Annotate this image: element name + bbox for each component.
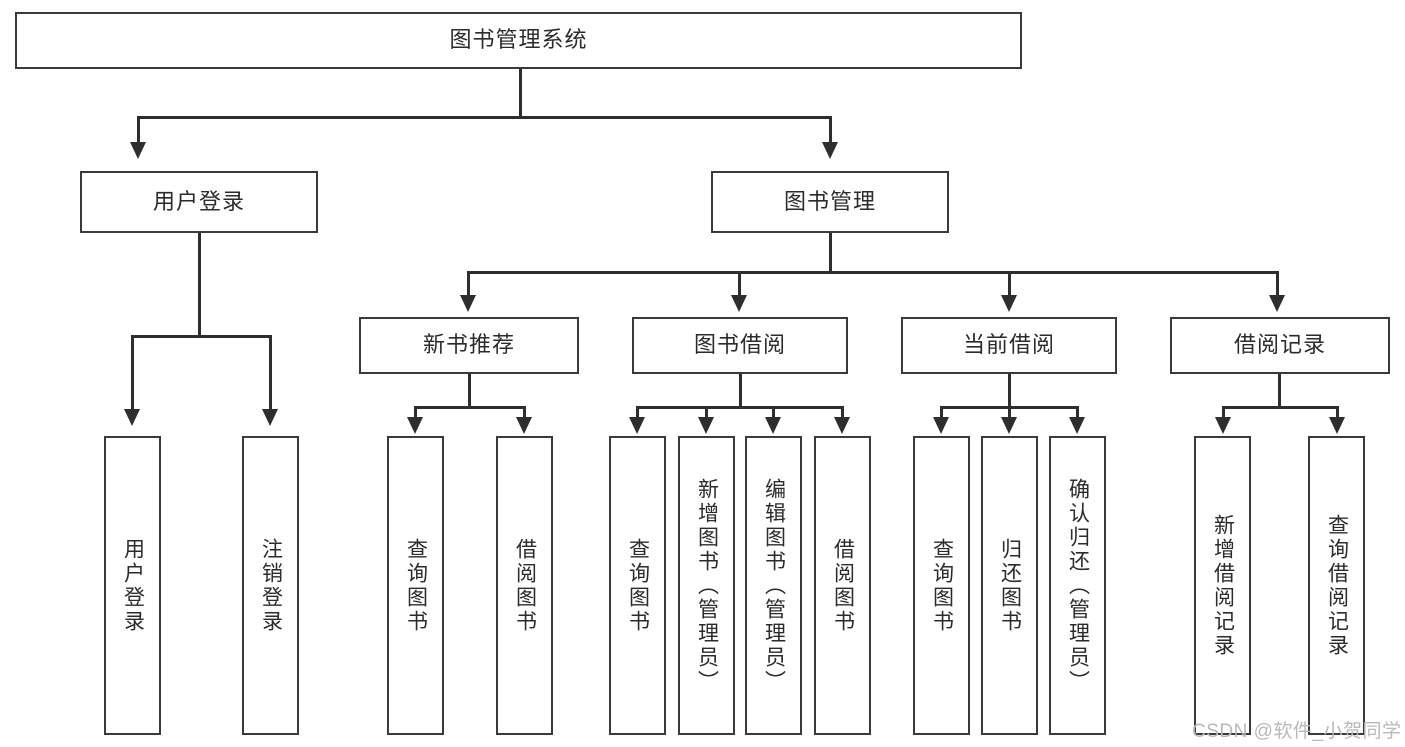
connector-user-login-drop-2 [269,335,272,413]
connector-book-mgmt-drop-1 [467,271,470,299]
connector-root-bus [137,116,832,119]
node-user-login[interactable]: 用户登录 [80,171,318,233]
leaf-new-book-query[interactable]: 查询图书 [387,436,444,735]
node-current-borrow[interactable]: 当前借阅 [901,317,1117,374]
arrowhead-user-login-2 [262,409,278,426]
node-label: 借阅记录 [1233,332,1326,358]
node-borrow-record[interactable]: 借阅记录 [1170,317,1390,374]
connector-book-borrow-drop-4 [841,406,844,420]
arrowhead-book-borrow-2 [698,417,714,434]
arrowhead-book-mgmt-1 [460,295,476,312]
connector-new-book-drop-1 [414,406,417,420]
arrowhead-book-borrow-4 [834,417,850,434]
connector-current-borrow-drop-1 [940,406,943,420]
arrowhead-book-mgmt-4 [1269,295,1285,312]
connector-root-drop-2 [829,116,832,146]
node-label: 用户登录 [121,537,145,634]
leaf-book-borrow-edit[interactable]: 编辑图书（管理员） [745,436,802,735]
leaf-current-borrow-return[interactable]: 归还图书 [981,436,1038,735]
connector-borrow-record-bus [1222,406,1339,409]
connector-user-login-bus [131,335,272,338]
arrowhead-user-login-1 [124,409,140,426]
leaf-borrow-record-query[interactable]: 查询借阅记录 [1308,436,1365,735]
connector-book-mgmt-bus [467,271,1279,274]
arrowhead-current-borrow-2 [1001,417,1017,434]
connector-user-login-drop-1 [131,335,134,413]
node-root-system[interactable]: 图书管理系统 [15,12,1022,69]
node-label: 借阅图书 [513,537,537,634]
arrowhead-current-borrow-3 [1069,417,1085,434]
connector-borrow-record-drop-1 [1222,406,1225,420]
arrowhead-book-mgmt-3 [1001,295,1017,312]
node-label: 当前借阅 [962,332,1055,358]
node-label: 图书管理 [783,188,876,214]
leaf-book-borrow-borrow[interactable]: 借阅图书 [814,436,871,735]
node-label: 注销登录 [259,537,283,634]
connector-book-mgmt-drop-3 [1008,271,1011,299]
connector-new-book-drop-2 [523,406,526,420]
connector-book-mgmt-stem [829,233,832,273]
connector-book-borrow-drop-1 [636,406,639,420]
connector-book-borrow-bus [636,406,844,409]
arrowhead-root-2 [822,142,838,159]
node-label: 图书借阅 [693,332,786,358]
arrowhead-current-borrow-1 [933,417,949,434]
node-label: 归还图书 [998,537,1022,634]
connector-root-drop-1 [137,116,140,146]
node-label: 确认归还（管理员） [1066,477,1090,694]
connector-book-borrow-drop-2 [705,406,708,420]
arrowhead-borrow-record-1 [1215,417,1231,434]
leaf-borrow-record-add[interactable]: 新增借阅记录 [1194,436,1251,735]
node-label: 图书管理系统 [449,27,588,53]
node-label: 新增图书（管理员） [695,477,719,694]
node-new-book-recommend[interactable]: 新书推荐 [359,317,579,374]
arrowhead-borrow-record-2 [1329,417,1345,434]
connector-current-borrow-drop-3 [1076,406,1079,420]
connector-book-borrow-drop-3 [772,406,775,420]
leaf-user-login-login[interactable]: 用户登录 [104,436,161,735]
arrowhead-new-book-2 [516,417,532,434]
connector-book-borrow-stem [739,374,742,408]
connector-current-borrow-drop-2 [1008,406,1011,420]
connector-new-book-bus [414,406,526,409]
arrowhead-book-borrow-1 [629,417,645,434]
node-label: 新增借阅记录 [1211,513,1235,658]
node-book-management[interactable]: 图书管理 [711,171,949,233]
connector-borrow-record-stem [1278,374,1281,408]
leaf-book-borrow-add[interactable]: 新增图书（管理员） [678,436,735,735]
arrowhead-new-book-1 [407,417,423,434]
leaf-new-book-borrow[interactable]: 借阅图书 [496,436,553,735]
node-label: 查询图书 [404,537,428,634]
node-label: 查询图书 [930,537,954,634]
node-label: 借阅图书 [831,537,855,634]
node-label: 编辑图书（管理员） [762,477,786,694]
node-book-borrow[interactable]: 图书借阅 [632,317,848,374]
connector-borrow-record-drop-2 [1336,406,1339,420]
connector-user-login-stem [198,233,201,336]
connector-new-book-stem [468,374,471,408]
node-label: 新书推荐 [422,332,515,358]
leaf-current-borrow-query[interactable]: 查询图书 [913,436,970,735]
leaf-user-login-logout[interactable]: 注销登录 [242,436,299,735]
arrowhead-book-borrow-3 [765,417,781,434]
node-label: 查询图书 [626,537,650,634]
connector-current-borrow-stem [1008,374,1011,408]
connector-root-stem [519,69,522,117]
leaf-book-borrow-query[interactable]: 查询图书 [609,436,666,735]
arrowhead-root-1 [130,142,146,159]
node-label: 用户登录 [152,188,245,214]
node-label: 查询借阅记录 [1325,513,1349,658]
connector-book-mgmt-drop-4 [1276,271,1279,299]
leaf-current-borrow-confirm[interactable]: 确认归还（管理员） [1049,436,1106,735]
connector-book-mgmt-drop-2 [738,271,741,299]
arrowhead-book-mgmt-2 [731,295,747,312]
